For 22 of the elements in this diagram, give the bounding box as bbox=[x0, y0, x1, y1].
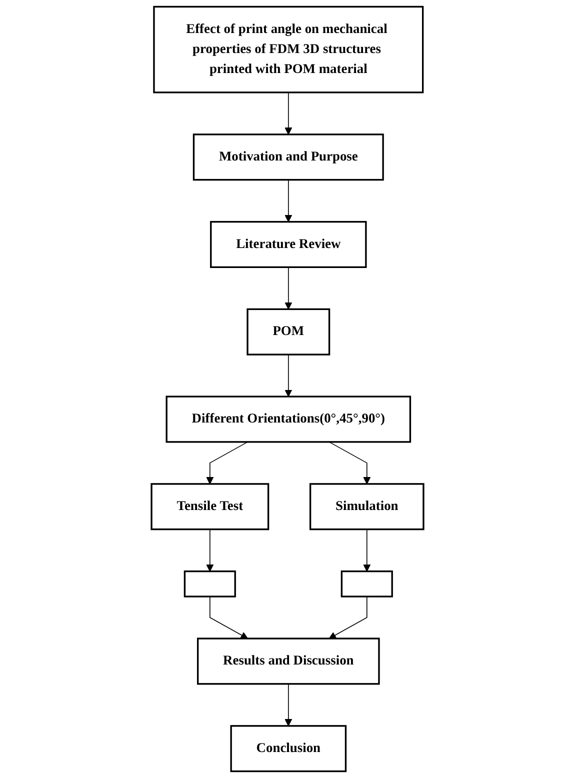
node-box: Effect of print angle on mechanical properties of FDM 3D structures printed with POM material bbox=[153, 6, 424, 94]
node-box: Simulation bbox=[309, 483, 424, 530]
node-box: Tensile Test bbox=[150, 483, 270, 530]
node-box: Motivation and Purpose bbox=[192, 134, 384, 181]
arrow bbox=[363, 528, 371, 572]
arrow bbox=[284, 92, 292, 135]
node-box: Different Orientations(0°,45°,90°) bbox=[166, 396, 412, 443]
node-box: Literature Review bbox=[210, 220, 367, 268]
arrow bbox=[210, 596, 248, 639]
arrow bbox=[284, 683, 292, 726]
arrow bbox=[206, 442, 248, 484]
arrow bbox=[284, 266, 292, 310]
arrow bbox=[328, 442, 371, 484]
node-box: POM bbox=[246, 308, 330, 356]
arrow bbox=[328, 596, 368, 639]
arrow bbox=[284, 354, 292, 397]
node-box bbox=[340, 570, 393, 598]
node-box bbox=[184, 570, 236, 598]
arrow bbox=[206, 528, 214, 572]
node-box: Results and Discussion bbox=[197, 638, 380, 685]
arrow bbox=[284, 179, 292, 222]
node-box: Conclusion bbox=[230, 725, 347, 772]
